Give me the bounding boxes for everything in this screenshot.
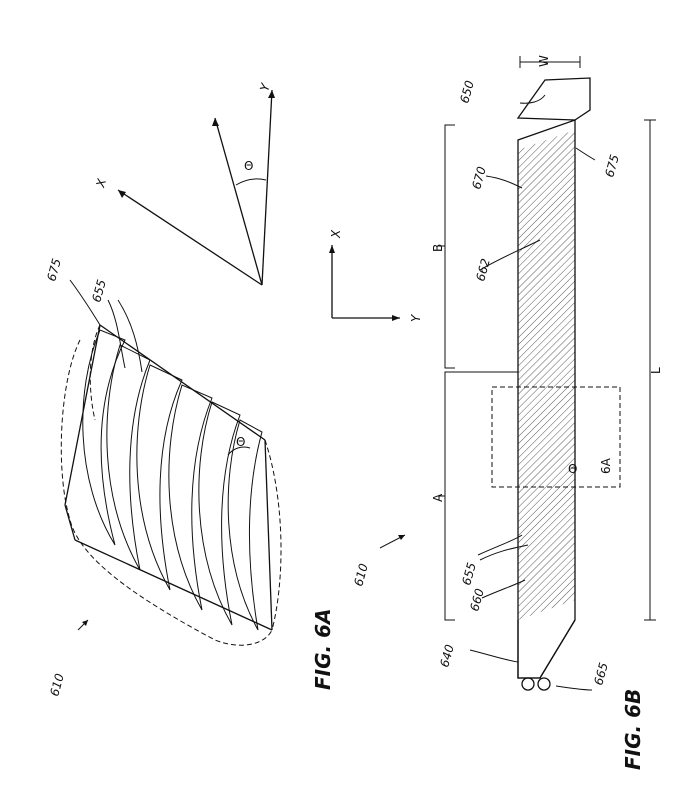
dim-b: B xyxy=(431,244,445,252)
ref-665: 665 xyxy=(591,661,610,687)
axes-diagram-top xyxy=(117,89,275,286)
theta-label-6a: Θ xyxy=(236,435,245,449)
theta-strip-label: Θ xyxy=(568,462,577,476)
ref-675-top: 675 xyxy=(44,257,63,283)
theta-axes-label: Θ xyxy=(244,159,253,173)
detail-6a-label: 6A xyxy=(599,457,613,474)
ref-610-top: 610 xyxy=(47,672,67,698)
ref-662: 662 xyxy=(473,257,492,283)
fig-6a-caption: FIG. 6A xyxy=(311,609,335,690)
dim-a: A xyxy=(431,493,445,502)
ref-610-bottom: 610 xyxy=(351,562,371,588)
ref-670: 670 xyxy=(469,165,489,191)
axis-y-mid: Y xyxy=(409,313,423,322)
diagonal-stripes xyxy=(518,130,575,620)
ref-655-bottom: 655 xyxy=(459,561,478,587)
axis-x-top: X xyxy=(93,176,109,189)
dim-l: L xyxy=(649,367,663,374)
fig-6a-drawing: Θ xyxy=(60,279,282,646)
spiral-bands xyxy=(82,329,263,631)
ref-650: 650 xyxy=(457,79,477,105)
fig-6b-caption: FIG. 6B xyxy=(621,689,645,770)
dim-w: W xyxy=(537,55,551,67)
ref-655-top: 655 xyxy=(89,278,108,304)
ref-675-right: 675 xyxy=(602,153,621,179)
axis-x-mid: X xyxy=(329,229,343,239)
fig-6b-drawing xyxy=(379,56,656,691)
ref-640: 640 xyxy=(437,643,457,669)
ref-660: 660 xyxy=(467,587,487,613)
axes-diagram-mid xyxy=(329,245,400,321)
axis-y-top: Y xyxy=(257,80,273,92)
